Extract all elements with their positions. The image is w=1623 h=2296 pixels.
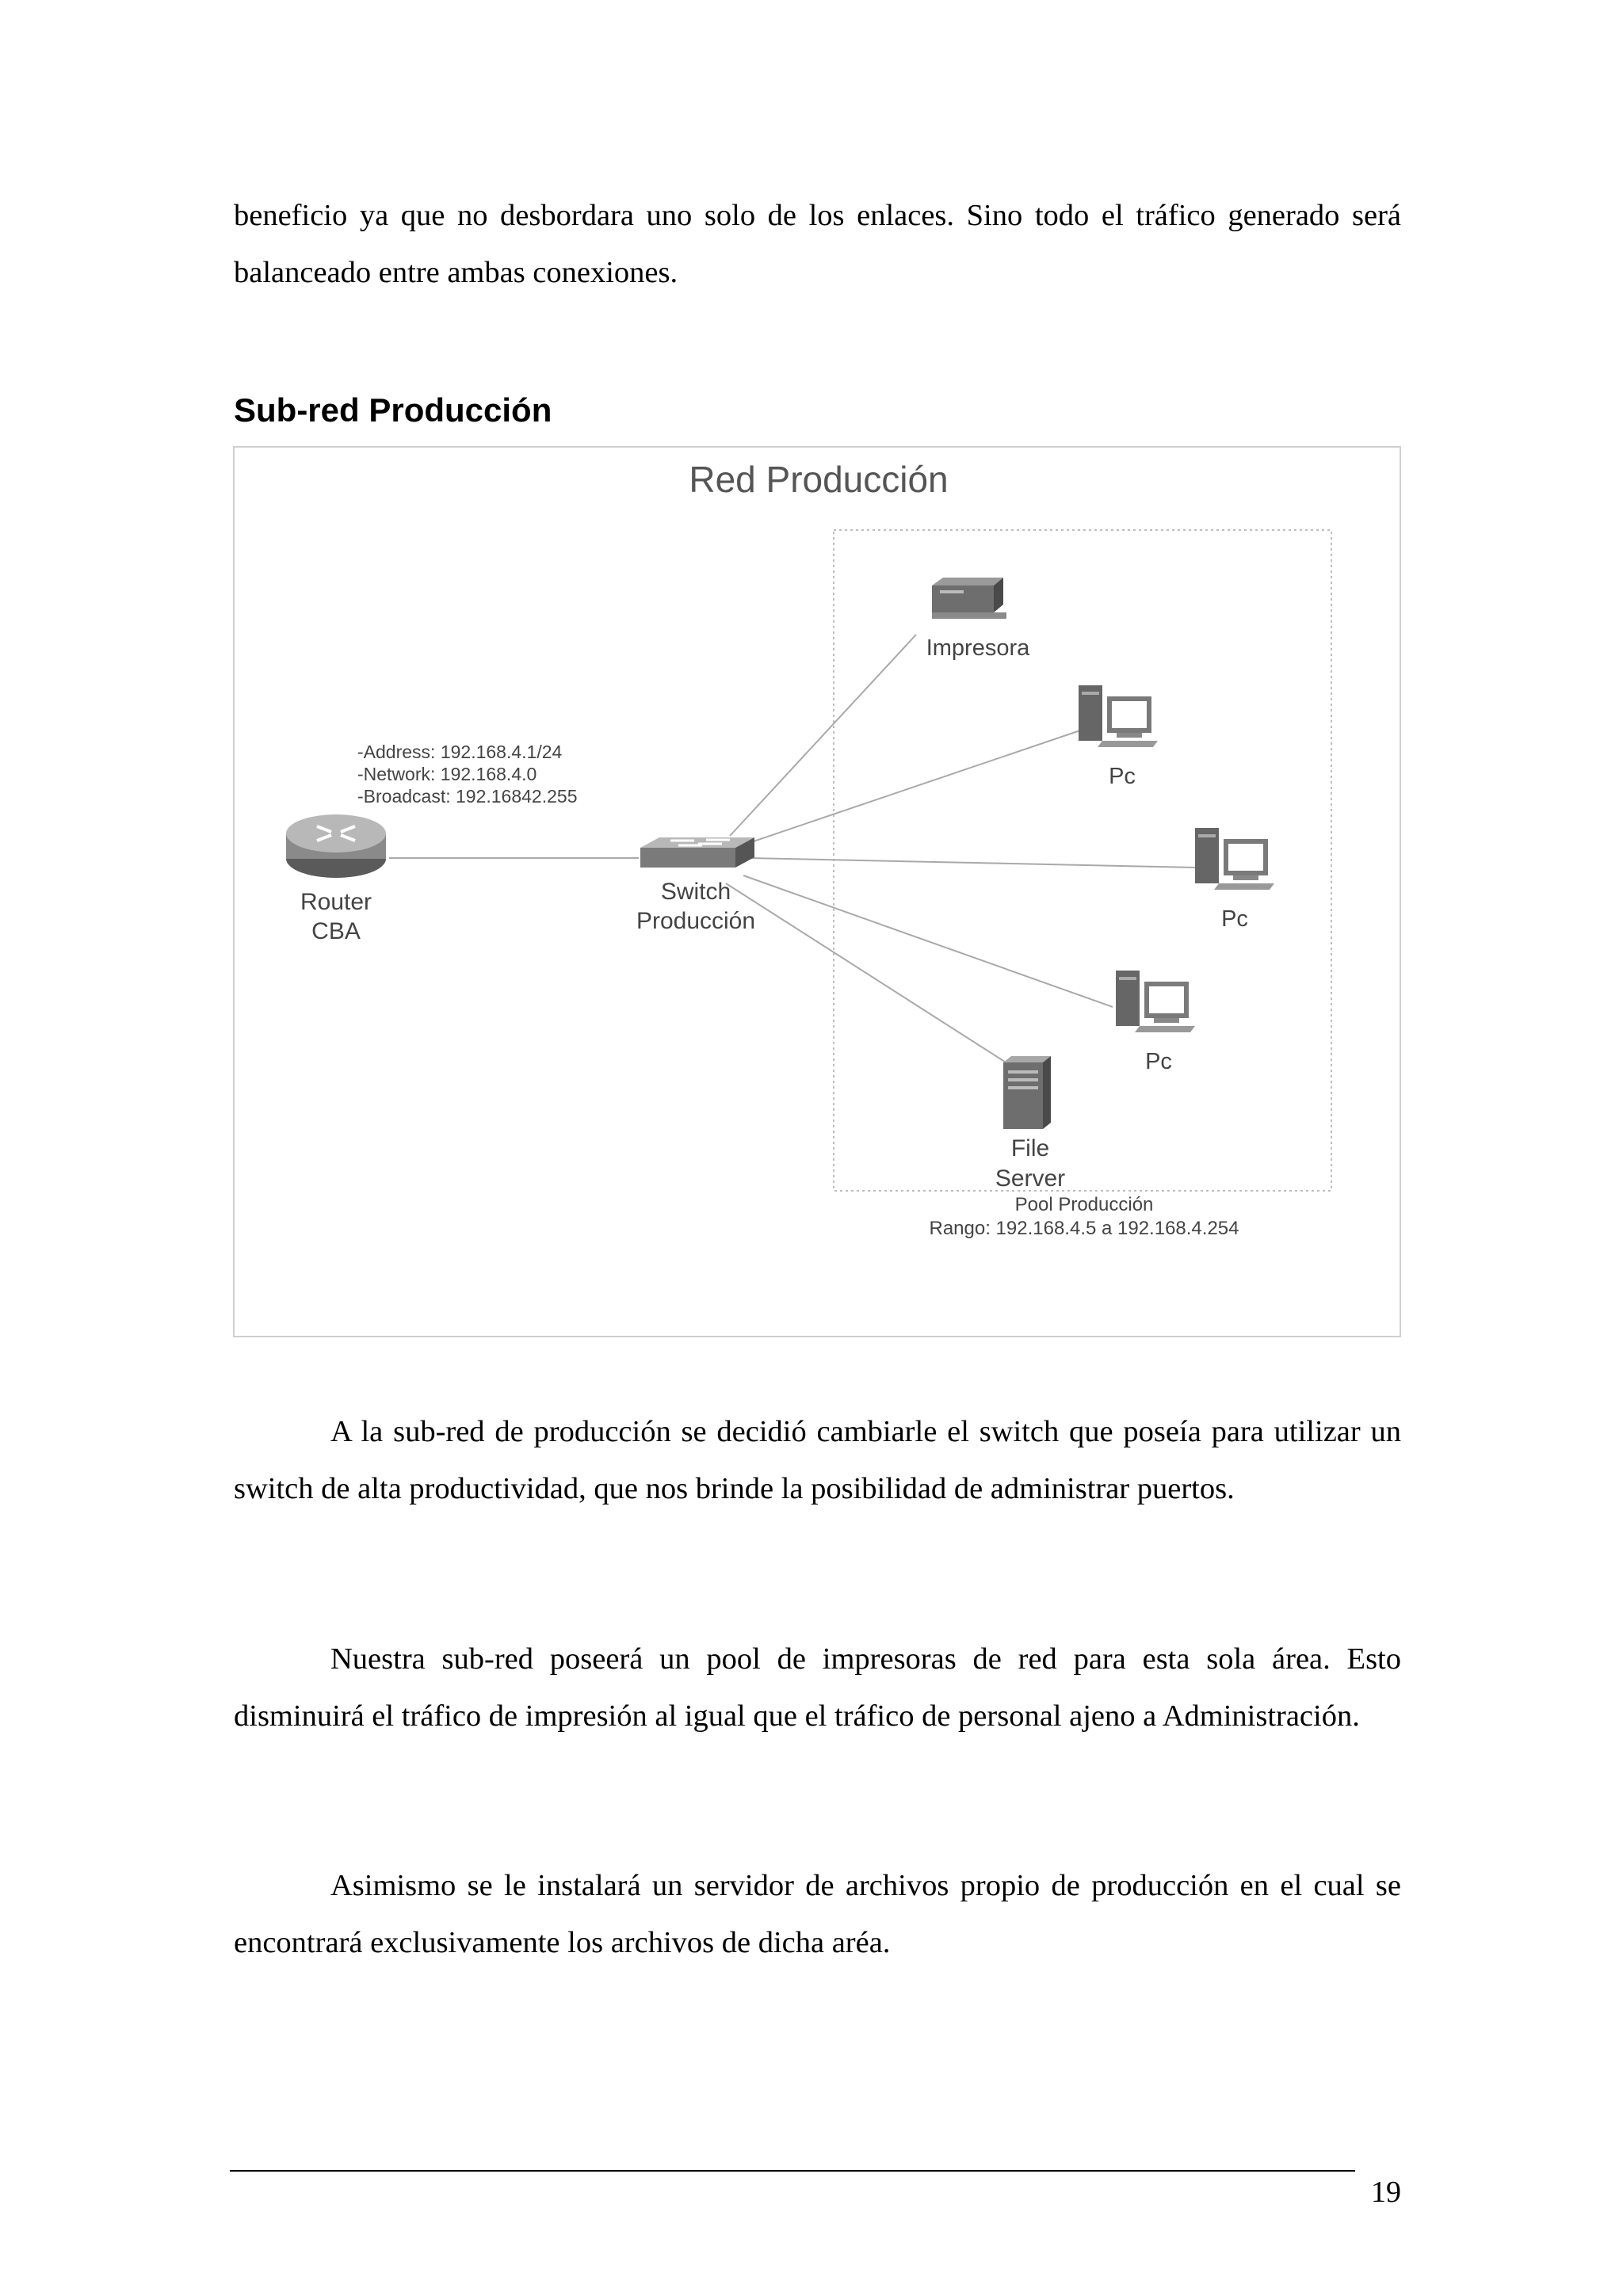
pc-icon <box>1195 828 1274 890</box>
switch-icon <box>640 837 754 868</box>
connection-lines <box>389 634 1197 1073</box>
server-icon <box>1003 1056 1051 1129</box>
router-label-line2: CBA <box>311 918 361 944</box>
router-icon <box>286 814 386 878</box>
printer-icon <box>932 578 1006 619</box>
section-heading: Sub-red Producción <box>234 391 552 429</box>
intro-paragraph: beneficio ya que no desbordara uno solo … <box>234 199 1401 289</box>
paragraph-3: Asimismo se le instalará un servidor de … <box>234 1869 1401 1959</box>
pc-icon <box>1116 971 1195 1032</box>
switch-label-line2: Producción <box>636 908 755 934</box>
footer-rule <box>230 2170 1355 2172</box>
printer-label: Impresora <box>926 635 1030 661</box>
switch-label-line1: Switch <box>661 879 731 905</box>
router-label-line1: Router <box>300 889 372 915</box>
pc-label-3: Pc <box>1145 1049 1172 1074</box>
server-label-line2: Server <box>995 1165 1065 1192</box>
server-label-line1: File <box>1011 1135 1049 1161</box>
paragraph-2: Nuestra sub-red poseerá un pool de impre… <box>234 1642 1401 1733</box>
pc-label-1: Pc <box>1109 764 1136 789</box>
pool-label: Pool Producción <box>1015 1194 1154 1215</box>
paragraph-1: A la sub-red de producción se decidió ca… <box>234 1415 1401 1505</box>
page-number: 19 <box>1371 2176 1401 2209</box>
pc-icon <box>1079 685 1158 747</box>
router-address: -Address: 192.168.4.1/24 <box>357 742 562 762</box>
network-diagram: Red Producción Router CBA -Address: 192.… <box>233 446 1401 1337</box>
pc-label-2: Pc <box>1221 906 1248 932</box>
diagram-title: Red Producción <box>689 459 948 500</box>
router-broadcast: -Broadcast: 192.16842.255 <box>357 786 577 807</box>
pool-range: Rango: 192.168.4.5 a 192.168.4.254 <box>929 1218 1239 1239</box>
router-network: -Network: 192.168.4.0 <box>357 764 537 784</box>
